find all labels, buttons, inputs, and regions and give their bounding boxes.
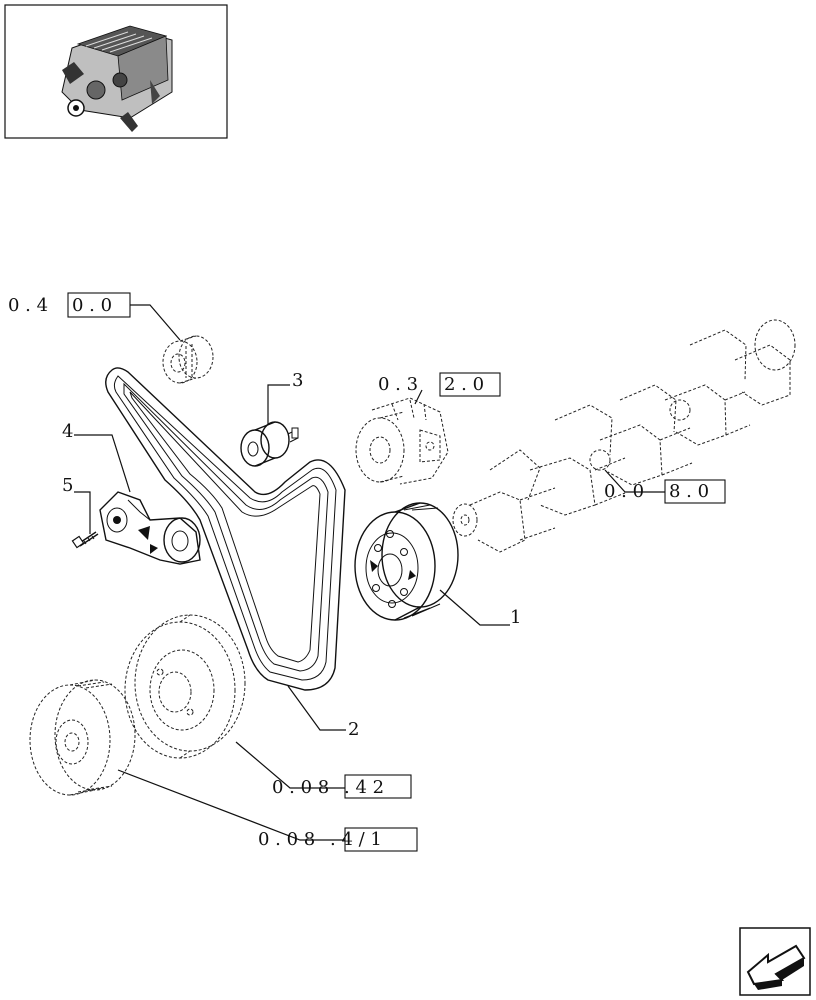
ref-0-08-42[interactable]: 0 . 0 8 . 4 2 [235,741,412,799]
ref-water-pump [355,397,449,485]
ref-boxed: 2 . 0 [444,374,484,395]
ref-0-40-0[interactable]: 0 . 4 0 . 0 [8,292,181,341]
ref-prefix: 0 . 4 [8,295,48,316]
ref-prefix: 0 . 3 [378,374,418,395]
engine-thumbnail[interactable] [4,4,228,139]
ref-0-08-0[interactable]: 0 . 0 8 . 0 [604,469,726,504]
part-number-label: 3 [292,370,303,391]
screw[interactable] [71,531,99,549]
belt-tensioner[interactable] [99,491,201,565]
callout-5: 5 [62,475,91,534]
callout-4: 4 [62,421,131,493]
callout-3: 3 [267,370,303,425]
part-number-label: 2 [348,719,359,740]
ref-prefix: 0 . 0 8 [258,829,315,850]
ref-boxed: 8 . 0 [669,481,709,502]
ref-crank-pulley [29,679,136,796]
engine-thumbnail-icon [61,25,173,132]
back-arrow-icon [746,944,806,990]
part-number-label: 4 [62,421,73,442]
part-number-label: 1 [510,607,521,628]
ref-0-32-0[interactable]: 0 . 3 2 . 0 [378,372,501,405]
ref-pulley-small [162,335,214,384]
idler-roller[interactable] [240,421,299,467]
ref-0-08-4-1[interactable]: 0 . 0 8 . 4 / 1 [117,769,418,852]
callout-1: 1 [439,589,521,628]
ref-boxed: . 4 / 1 [330,829,382,850]
ref-prefix: 0 . 0 8 [272,777,329,798]
ref-boxed: 0 . 0 [72,295,112,316]
nav-back-button[interactable] [739,927,811,996]
ref-prefix: 0 . 0 [604,481,644,502]
pulley[interactable] [354,502,459,621]
ref-boxed: . 4 2 [344,777,384,798]
part-number-label: 5 [62,475,73,496]
belt[interactable] [105,367,346,691]
ref-crankshaft [452,319,796,553]
callout-2: 2 [287,685,359,740]
ref-damper [124,614,246,759]
